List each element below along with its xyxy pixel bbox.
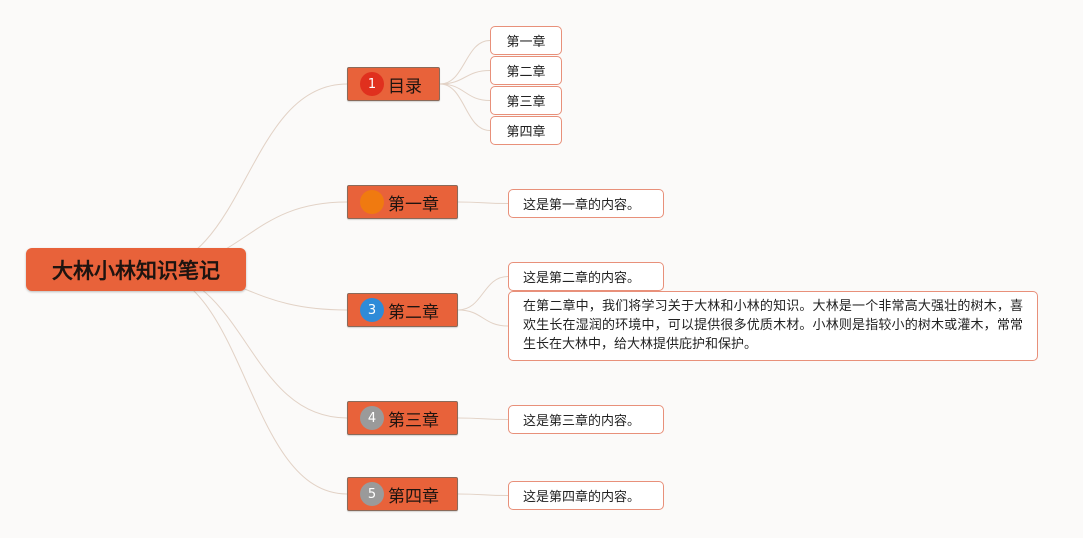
branch-to-leaf-link — [439, 70, 491, 85]
branch-to-leaf-link — [457, 276, 509, 311]
branch-toc-label: 目录 — [388, 76, 422, 97]
toc-item-label: 第二章 — [506, 65, 546, 80]
branch-chapter-2[interactable]: 3 第二章 — [347, 293, 458, 327]
priority-4-marker-icon: 4 — [360, 406, 384, 430]
chapter-1-content-text: 这是第一章的内容。 — [523, 198, 641, 213]
branch-chapter-4[interactable]: 5 第四章 — [347, 477, 458, 511]
branch-to-leaf-link — [439, 83, 491, 131]
toc-item-chapter-2[interactable]: 第二章 — [490, 56, 562, 85]
toc-item-label: 第三章 — [506, 95, 546, 110]
toc-item-label: 第四章 — [506, 125, 546, 140]
root-topic-label: 大林小林知识笔记 — [52, 258, 220, 283]
priority-2-marker-icon — [360, 190, 384, 214]
branch-chapter-1-label: 第一章 — [388, 194, 439, 215]
branch-chapter-3[interactable]: 4 第三章 — [347, 401, 458, 435]
root-to-branch-link — [145, 83, 348, 270]
root-to-branch-link — [145, 269, 348, 495]
branch-chapter-1[interactable]: 第一章 — [347, 185, 458, 219]
chapter-1-content[interactable]: 这是第一章的内容。 — [508, 189, 664, 218]
branch-chapter-2-label: 第二章 — [388, 302, 439, 323]
chapter-3-content[interactable]: 这是第三章的内容。 — [508, 405, 664, 434]
chapter-2-detail-text: 在第二章中，我们将学习关于大林和小林的知识。大林是一个非常高大强壮的树木，喜欢生… — [523, 299, 1023, 352]
priority-5-marker-icon: 5 — [360, 482, 384, 506]
branch-to-leaf-link — [439, 83, 491, 101]
chapter-3-content-text: 这是第三章的内容。 — [523, 414, 641, 429]
chapter-2-detail[interactable]: 在第二章中，我们将学习关于大林和小林的知识。大林是一个非常高大强壮的树木，喜欢生… — [508, 291, 1038, 361]
chapter-4-content[interactable]: 这是第四章的内容。 — [508, 481, 664, 510]
root-to-branch-link — [145, 269, 348, 419]
chapter-2-content[interactable]: 这是第二章的内容。 — [508, 262, 664, 291]
toc-item-chapter-3[interactable]: 第三章 — [490, 86, 562, 115]
priority-3-marker-icon: 3 — [360, 298, 384, 322]
chapter-4-content-text: 这是第四章的内容。 — [523, 490, 641, 505]
toc-item-chapter-1[interactable]: 第一章 — [490, 26, 562, 55]
toc-item-chapter-4[interactable]: 第四章 — [490, 116, 562, 145]
branch-chapter-4-label: 第四章 — [388, 486, 439, 507]
toc-item-label: 第一章 — [506, 35, 546, 50]
branch-to-leaf-link — [457, 417, 509, 420]
chapter-2-content-text: 这是第二章的内容。 — [523, 271, 641, 286]
branch-chapter-3-label: 第三章 — [388, 410, 439, 431]
branch-to-leaf-link — [457, 493, 509, 496]
branch-to-leaf-link — [439, 40, 491, 85]
branch-to-leaf-link — [457, 309, 509, 327]
branch-toc[interactable]: 1 目录 — [347, 67, 440, 101]
branch-to-leaf-link — [457, 201, 509, 204]
root-topic[interactable]: 大林小林知识笔记 — [26, 248, 246, 291]
priority-1-marker-icon: 1 — [360, 72, 384, 96]
